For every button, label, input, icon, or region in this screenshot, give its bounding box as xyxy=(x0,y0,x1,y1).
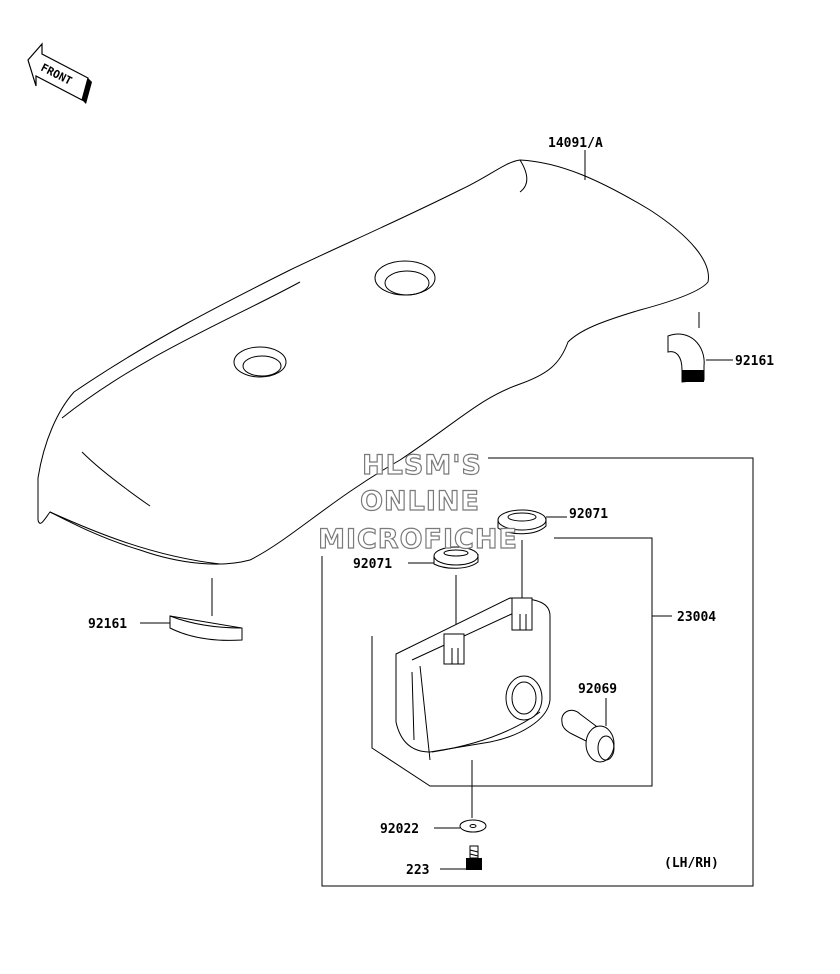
callout-bulb: 92069 xyxy=(578,682,617,697)
callout-grommet-upper: 92071 xyxy=(569,507,608,522)
seat-part xyxy=(37,159,709,565)
variant-note: (LH/RH) xyxy=(664,856,719,871)
bulb-part xyxy=(561,709,615,763)
grommet-lower-part xyxy=(433,546,479,569)
front-arrow-icon: FRONT xyxy=(27,42,92,104)
watermark-line-3: MICROFICHE xyxy=(318,524,518,555)
callout-grommet-lower: 92071 xyxy=(353,557,392,572)
watermark-line-1: HLSM'S xyxy=(362,450,482,481)
reflector-lamp-part xyxy=(395,597,551,761)
screw-part xyxy=(466,845,482,870)
washer-part xyxy=(459,819,487,833)
callout-seat: 14091/A xyxy=(548,136,603,151)
callout-damper-left: 92161 xyxy=(88,617,127,632)
callout-screw: 223 xyxy=(406,863,429,878)
callout-reflector-assy: 23004 xyxy=(677,610,716,625)
damper-right-part xyxy=(667,333,705,383)
reflector-assy-frame xyxy=(371,537,653,787)
watermark: HLSM'S ONLINE MICROFICHE xyxy=(317,449,518,555)
callout-washer: 92022 xyxy=(380,822,419,837)
assembly-frame xyxy=(321,457,754,887)
damper-left-part xyxy=(169,615,243,641)
grommet-upper-part xyxy=(497,509,547,535)
watermark-line-2: ONLINE xyxy=(360,486,480,517)
callout-damper-right: 92161 xyxy=(735,354,774,369)
